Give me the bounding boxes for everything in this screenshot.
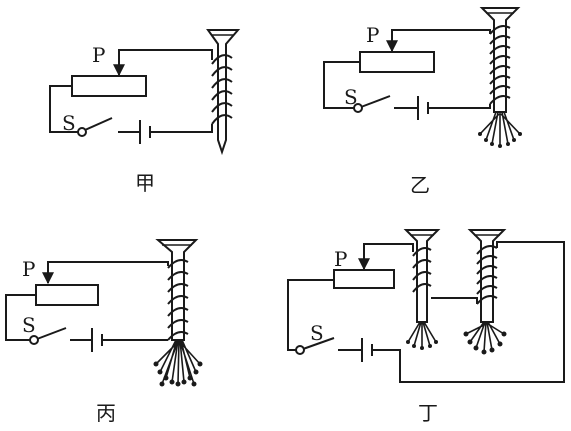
panel-d: P S 丁 xyxy=(287,229,565,425)
caption-d: 丁 xyxy=(418,401,438,425)
switch-pivot-d xyxy=(295,345,305,355)
label-p-b: P xyxy=(366,23,379,47)
panel-a: P S 甲 xyxy=(49,29,241,195)
rheostat-d xyxy=(333,269,395,289)
wire-b-slider xyxy=(391,29,491,40)
pins-c xyxy=(153,339,203,387)
wire-b-right xyxy=(428,104,491,109)
wire-d-between xyxy=(431,297,478,304)
wire-c-slider xyxy=(47,261,169,276)
rheostat-b xyxy=(359,51,435,73)
switch-blade-c xyxy=(36,327,67,340)
label-p-d: P xyxy=(334,247,347,271)
nail-a xyxy=(206,29,241,156)
caption-b: 乙 xyxy=(410,173,430,197)
label-s-a: S xyxy=(62,111,76,135)
caption-a: 甲 xyxy=(135,171,155,195)
nail-b xyxy=(479,7,521,113)
switch-pivot-a xyxy=(77,127,87,137)
label-p-a: P xyxy=(92,43,105,67)
switch-blade-b xyxy=(360,95,391,108)
label-p-c: P xyxy=(22,257,35,281)
wire-a-slider xyxy=(118,49,213,68)
pins-d-right xyxy=(463,321,507,355)
wire-c-left xyxy=(5,294,36,341)
wire-d-left xyxy=(287,279,334,351)
caption-c: 丙 xyxy=(96,401,116,425)
wire-a-right xyxy=(150,124,213,133)
switch-blade-a xyxy=(84,117,113,131)
pins-b xyxy=(478,111,522,148)
switch-pivot-c xyxy=(29,335,39,345)
wire-a-left xyxy=(49,85,78,133)
switch-blade-d xyxy=(302,337,335,350)
wire-b-left xyxy=(323,61,360,109)
nail-d-left xyxy=(403,229,441,323)
nail-d-right xyxy=(467,229,507,323)
switch-pivot-b xyxy=(353,103,363,113)
nail-c xyxy=(155,239,199,341)
label-s-d: S xyxy=(310,321,324,345)
pins-d-left xyxy=(406,321,438,350)
rheostat-a xyxy=(71,75,147,97)
wire-d-return xyxy=(372,241,565,383)
label-s-b: S xyxy=(344,85,358,109)
rheostat-c xyxy=(35,284,99,306)
wire-d-slider xyxy=(363,243,414,266)
panel-c: P S 丙 xyxy=(5,239,203,425)
panel-b: P S 乙 xyxy=(323,7,522,197)
label-s-c: S xyxy=(22,313,36,337)
